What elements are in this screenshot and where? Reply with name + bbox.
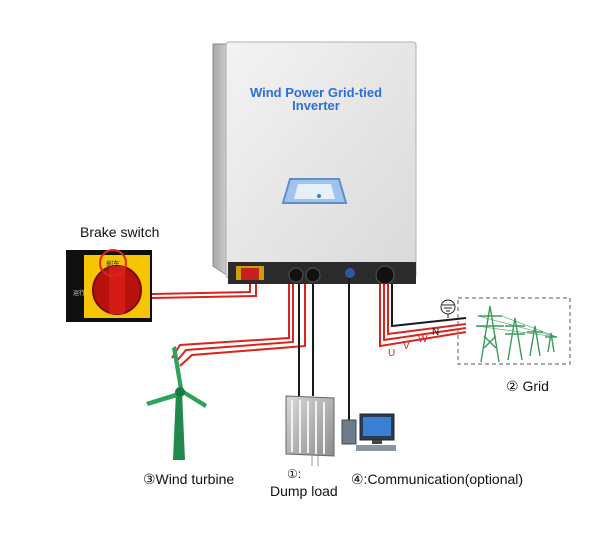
- connector-gland-icon: [288, 267, 304, 283]
- inverter-title-line1: Wind Power Grid-tied: [249, 85, 383, 100]
- connector-gland-icon: [305, 267, 321, 283]
- communication-pc: ④:Communication(optional): [341, 413, 523, 487]
- pc-keyboard-icon: [356, 445, 396, 451]
- inverter-title-line2: Inverter: [292, 98, 340, 113]
- inverter-title: Wind Power Grid-tied Inverter: [228, 86, 404, 112]
- grid-label: ② Grid: [506, 378, 549, 394]
- inverter-unit: [212, 41, 417, 285]
- transmission-tower-icon: [475, 305, 558, 363]
- grid-cable-n: [391, 284, 467, 328]
- inverter-connector-strip: [228, 262, 416, 284]
- grid-section: U V W N ② Grid: [388, 297, 571, 394]
- dump-load-resistor-bank: [285, 395, 335, 457]
- red-cables: [151, 284, 467, 367]
- brake-switch-highlight-circle: [99, 249, 127, 277]
- turbine-tower: [173, 392, 185, 460]
- grid-cable-v: [383, 284, 467, 342]
- turbine-blade: [172, 346, 183, 390]
- turbine-blade: [181, 390, 207, 408]
- inverter-front-panel: [225, 41, 417, 279]
- phase-label-w: W: [418, 334, 428, 345]
- ground-symbol-icon: [440, 299, 456, 315]
- dump-load: ①: Dump load: [270, 395, 338, 499]
- inverter-led-icon: [317, 194, 321, 198]
- brake-switch-side-marking: 运行: [73, 289, 85, 297]
- black-cables: [298, 278, 467, 420]
- phase-label-v: V: [403, 341, 410, 352]
- dump-load-label: Dump load: [270, 483, 338, 499]
- brake-switch-top-marking: 刹车: [106, 259, 120, 268]
- turbine-blade: [146, 392, 181, 406]
- turbine-hub: [175, 387, 185, 397]
- brake-switch-label: Brake switch: [80, 224, 159, 240]
- pc-tower-icon: [341, 419, 357, 445]
- wind-turbine-label: ③Wind turbine: [143, 471, 234, 487]
- phase-label-n: N: [432, 327, 439, 338]
- grid-cable-w: [387, 284, 467, 336]
- inverter-display-screen: [294, 184, 335, 199]
- grid-dashed-box: [457, 297, 571, 365]
- phase-label-u: U: [388, 348, 395, 359]
- brake-switch: 刹车 运行: [66, 249, 152, 322]
- grid-cable-u: [379, 284, 467, 348]
- comm-port-icon: [345, 268, 355, 278]
- brake-cable: [151, 284, 251, 295]
- wind-turbine: ③Wind turbine: [143, 346, 234, 487]
- grid-connector-icon: [375, 265, 395, 285]
- dump-load-number: ①:: [287, 467, 301, 481]
- communication-label: ④:Communication(optional): [351, 471, 523, 487]
